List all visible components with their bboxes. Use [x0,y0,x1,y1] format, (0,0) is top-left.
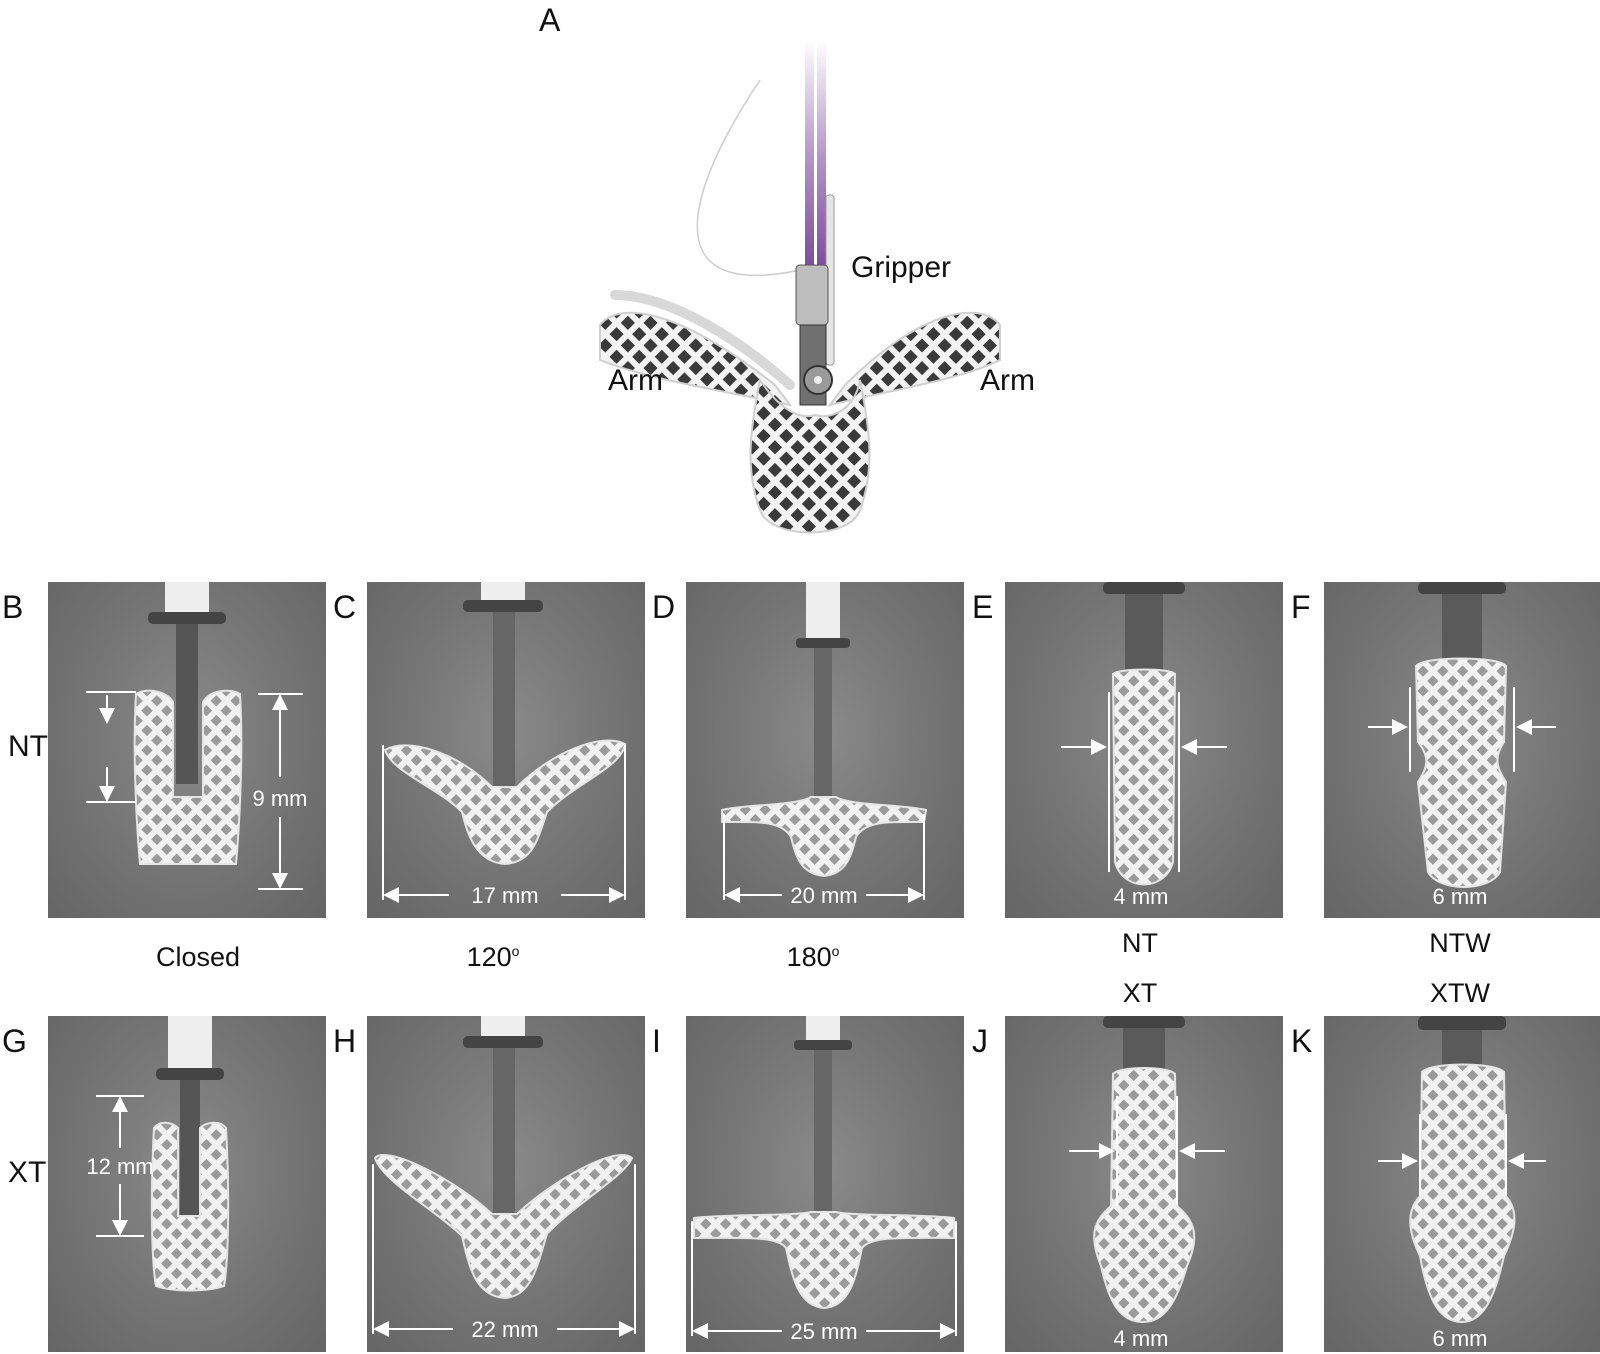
measure-e: 4 mm [1114,884,1169,909]
panel-letter-e: E [972,589,994,625]
measure-i: 25 mm [790,1319,857,1344]
panel-letter-a: A [539,2,561,38]
photo-panel-g: 12 mm [48,1016,326,1352]
photo-panel-i: 25 mm [686,1016,964,1352]
measure-f: 6 mm [1433,884,1488,909]
panel-letter-f: F [1291,589,1311,625]
panel-letter-g: G [2,1023,27,1059]
measure-g: 12 mm [86,1154,153,1179]
photo-panel-f: 6 mm [1324,582,1600,918]
panel-letter-d: D [652,589,676,625]
photo-panel-j: 4 mm [1005,1016,1283,1352]
panel-letter-j: J [972,1023,988,1059]
collar [795,264,829,326]
row-label-xt: XT [8,1156,47,1189]
caption-closed: Closed [155,942,241,972]
catheter-shaft-right [817,40,826,270]
suture-line [696,79,801,276]
catheter-shaft-left [805,40,814,270]
panel-letter-k: K [1291,1023,1313,1059]
arm-right-label: Arm [980,364,1035,397]
measure-h: 22 mm [471,1317,538,1342]
photo-panel-b: 9 mm [48,582,326,918]
panel-letter-i: I [652,1023,661,1059]
right-arm-mesh [827,311,1001,407]
measure-j: 4 mm [1114,1326,1169,1351]
measure-c: 17 mm [471,883,538,908]
photo-panel-c: 17 mm [367,582,645,918]
left-arm-mesh [599,311,793,407]
device-illustration [599,40,1001,534]
gripper-label: Gripper [851,251,952,284]
left-gripper-bar [610,290,795,390]
device-body-mesh [749,377,871,534]
photo-panel-h: 22 mm [367,1016,645,1352]
panel-letter-b: B [2,589,24,625]
photo-panel-k: 6 mm [1324,1016,1600,1352]
arm-left-label: Arm [608,364,663,397]
caption-180: 180o [786,942,840,972]
hub-screw [814,376,822,384]
measure-d: 20 mm [790,883,857,908]
caption-120: 120o [466,942,520,972]
photo-panel-e: 4 mm [1005,582,1283,918]
row-label-nt: NT [8,730,48,763]
caption-ntw: NTW [1429,928,1491,958]
measure-k: 6 mm [1433,1326,1488,1351]
measure-b: 9 mm [253,786,308,811]
caption-nt: NT [1122,928,1158,958]
caption-xtw: XTW [1430,978,1490,1008]
photo-panel-d: 20 mm [686,582,964,918]
panel-letter-h: H [333,1023,357,1059]
caption-xt: XT [1122,978,1158,1008]
panel-letter-c: C [333,589,357,625]
